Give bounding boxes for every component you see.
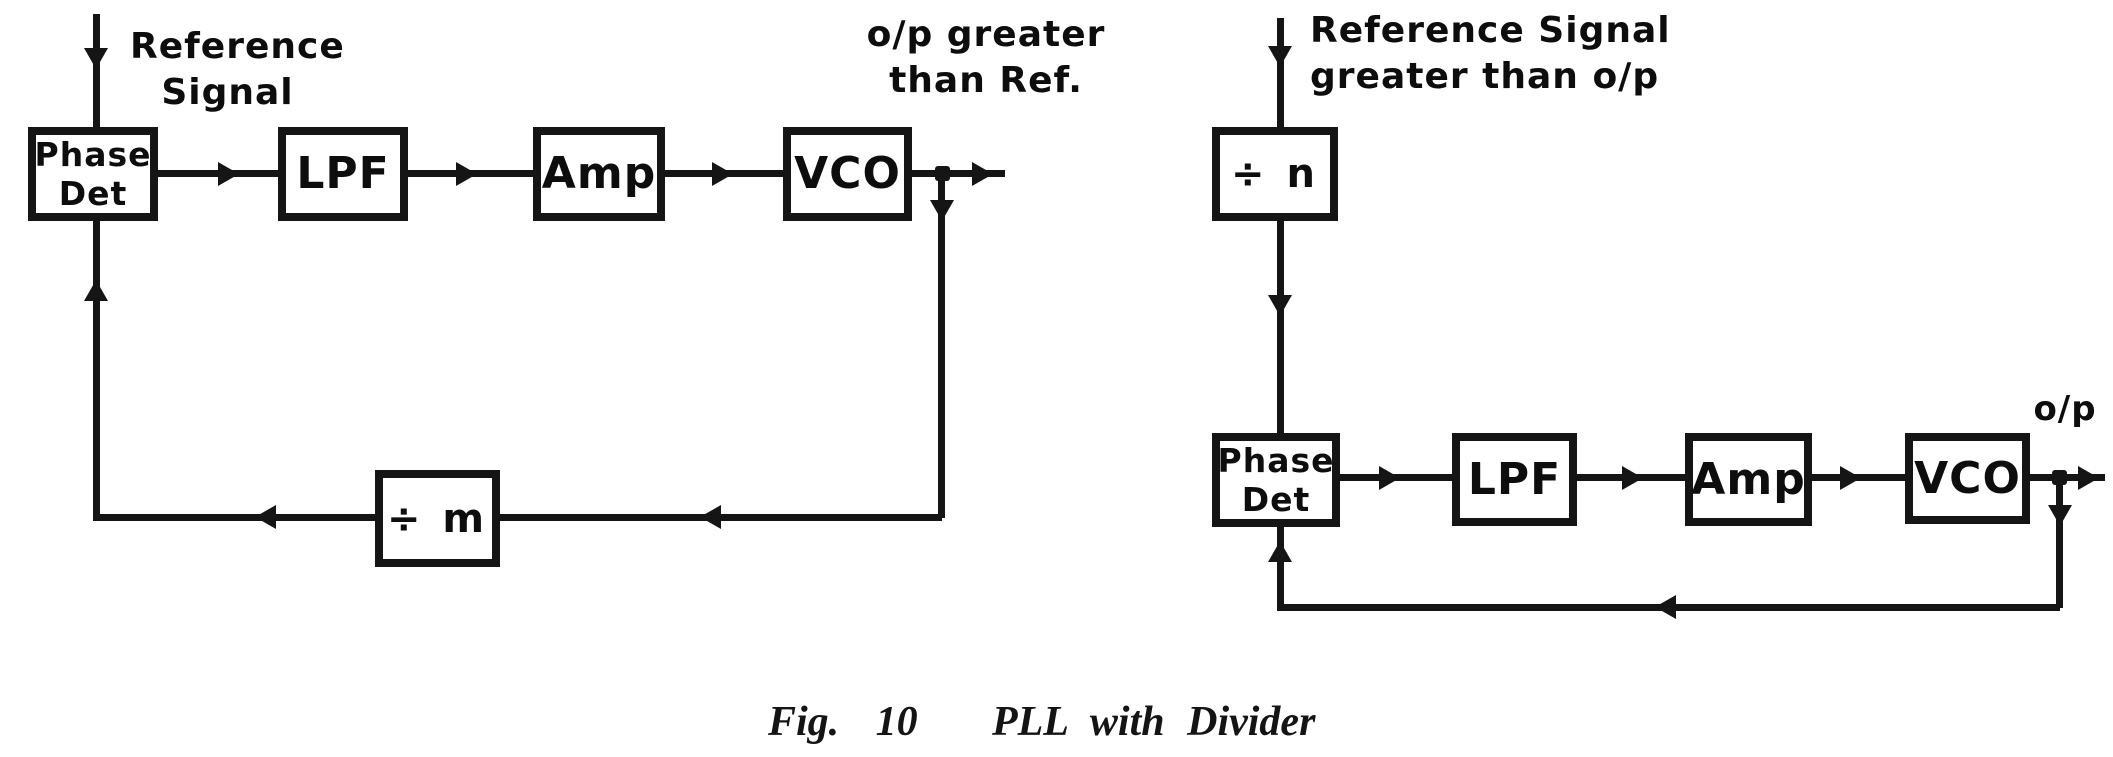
right-reference-label-line1: Reference Signal bbox=[1310, 10, 1671, 51]
arrow-right-vco-output bbox=[2078, 466, 2099, 490]
wire-right-divider-to-phasedet bbox=[1277, 221, 1284, 433]
right-output-label: o/p bbox=[2030, 386, 2100, 432]
left-divider-m-label: ÷ m bbox=[386, 495, 489, 542]
right-vco-block: VCO bbox=[1905, 433, 2030, 524]
wire-left-feedback-left-vertical bbox=[93, 221, 100, 518]
left-vco-block: VCO bbox=[783, 127, 912, 221]
wire-right-feedback-up-vertical bbox=[1277, 527, 1284, 608]
arrow-right-phasedet-to-lpf bbox=[1379, 466, 1400, 490]
arrow-right-lpf-to-amp bbox=[1622, 466, 1643, 490]
arrow-right-feedback-into-phasedet bbox=[1268, 541, 1292, 562]
right-lpf-block: LPF bbox=[1452, 433, 1577, 526]
arrow-left-vco-output bbox=[972, 162, 993, 186]
arrow-down-left-reference-input bbox=[84, 48, 108, 69]
right-reference-signal-label: Reference Signal greater than o/p bbox=[1310, 8, 1671, 100]
right-phase-det-line2: Det bbox=[1241, 480, 1311, 519]
wire-left-feedback-right-vertical bbox=[938, 174, 945, 518]
wire-left-vco-output bbox=[912, 170, 1005, 177]
wire-left-reference-input bbox=[93, 14, 100, 127]
right-phase-det-line1: Phase bbox=[1217, 441, 1335, 480]
arrow-left-feedback-out-of-divider bbox=[255, 505, 276, 529]
right-amp-label: Amp bbox=[1691, 453, 1806, 505]
junction-left-vco-output bbox=[935, 166, 950, 181]
left-reference-label-line1: Reference bbox=[130, 26, 345, 67]
left-amp-block: Amp bbox=[533, 127, 665, 221]
left-reference-label-line2: Signal bbox=[161, 72, 294, 113]
arrow-right-feedback-bottom bbox=[1655, 595, 1676, 619]
left-output-label-line2: than Ref. bbox=[889, 60, 1083, 101]
left-lpf-label: LPF bbox=[296, 148, 390, 199]
junction-right-vco-output bbox=[2052, 470, 2067, 485]
wire-right-feedback-right-vertical bbox=[2056, 478, 2063, 608]
arrow-left-feedback-into-phasedet bbox=[84, 280, 108, 301]
arrow-right-amp-to-vco bbox=[1840, 466, 1861, 490]
wire-right-vco-output bbox=[2030, 474, 2105, 481]
figure-caption-title: PLL with Divider bbox=[992, 699, 1316, 745]
right-reference-label-line2: greater than o/p bbox=[1310, 56, 1660, 97]
left-divider-m-block: ÷ m bbox=[375, 470, 500, 567]
right-lpf-label: LPF bbox=[1467, 453, 1562, 505]
arrow-left-amp-to-vco bbox=[712, 162, 733, 186]
left-amp-label: Amp bbox=[541, 148, 657, 199]
left-vco-label: VCO bbox=[794, 148, 901, 199]
right-amp-block: Amp bbox=[1685, 433, 1812, 526]
left-output-label: o/p greater than Ref. bbox=[862, 12, 1110, 104]
arrow-down-right-reference-input bbox=[1268, 46, 1292, 67]
left-phase-detector-block: Phase Det bbox=[28, 127, 158, 221]
left-lpf-block: LPF bbox=[278, 127, 408, 221]
right-divider-n-label: ÷ n bbox=[1231, 151, 1319, 197]
arrow-right-divider-to-phasedet bbox=[1268, 295, 1292, 316]
arrow-left-feedback-into-divider bbox=[700, 505, 721, 529]
left-reference-signal-label: Reference Signal bbox=[130, 24, 344, 116]
left-output-label-line1: o/p greater bbox=[866, 14, 1106, 55]
left-phase-det-line2: Det bbox=[58, 174, 128, 213]
arrow-left-feedback-branch-down bbox=[930, 200, 954, 221]
left-phase-det-line1: Phase bbox=[34, 135, 152, 174]
right-output-label-text: o/p bbox=[2033, 389, 2097, 429]
wire-right-reference-input bbox=[1277, 18, 1284, 127]
right-divider-n-block: ÷ n bbox=[1212, 127, 1338, 221]
figure-caption-number: Fig. 10 bbox=[768, 699, 918, 745]
right-vco-label: VCO bbox=[1914, 452, 2021, 504]
arrow-left-phasedet-to-lpf bbox=[218, 162, 239, 186]
arrow-left-lpf-to-amp bbox=[456, 162, 477, 186]
wire-left-feedback-bottom bbox=[93, 514, 942, 521]
arrow-right-feedback-branch-down bbox=[2048, 505, 2072, 526]
right-phase-detector-block: Phase Det bbox=[1212, 433, 1340, 527]
